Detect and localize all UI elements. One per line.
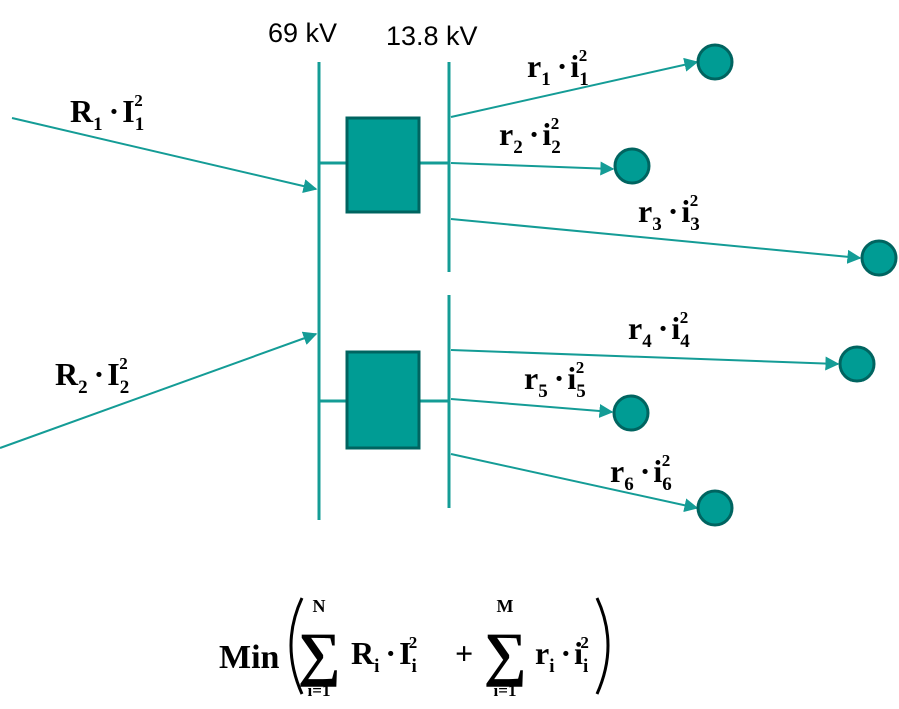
formula-sum2-upper: M <box>497 596 514 616</box>
branch-6-line <box>450 453 699 513</box>
objective-formula: Min N ∑ i=1 Ri·Ii2 + M ∑ i=1 ri·ii2 <box>219 596 610 700</box>
feeder-2-exp: 2 <box>119 354 128 373</box>
feeder-2-loss-label: R2·I22 <box>55 354 129 398</box>
feeder-2-i-sub: 2 <box>120 377 130 398</box>
branch-2-loss-label: r2·i22 <box>499 114 561 158</box>
feeder-2-i: I <box>107 356 119 392</box>
feeder-1-r-sub: 1 <box>93 114 103 135</box>
formula-sum2-lower: i=1 <box>494 681 517 700</box>
load-node-1 <box>696 43 734 81</box>
branch-1-loss-label: r1·i12 <box>527 46 589 90</box>
transformer-1 <box>345 116 421 214</box>
load-node-2 <box>613 147 651 185</box>
feeder-1-r: R <box>70 93 94 129</box>
branch-3-line <box>450 218 862 264</box>
branch-4-loss-label: r4·i42 <box>628 308 690 352</box>
load-node-3 <box>860 239 898 277</box>
feeder-1-exp: 2 <box>134 91 143 110</box>
formula-plus: + <box>455 635 473 671</box>
branch-4-line <box>450 349 840 371</box>
formula-min: Min <box>219 639 280 676</box>
formula-left-paren <box>289 597 304 695</box>
branch-3-loss-label: r3·i32 <box>638 191 700 235</box>
load-node-6 <box>696 489 734 527</box>
formula-sum2-term: ri·ii2 <box>535 633 589 677</box>
feeder-2-r: R <box>55 356 79 392</box>
branch-5-loss-label: r5·i52 <box>524 358 586 402</box>
formula-sum1-term: Ri·Ii2 <box>351 633 417 677</box>
hv-bus-label: 69 kV <box>268 18 337 48</box>
feeder-1-i-sub: 1 <box>135 114 145 135</box>
feeder-1-line <box>11 117 318 193</box>
feeder-1-loss-label: R1·I12 <box>70 91 144 135</box>
branch-1-line <box>450 57 699 118</box>
branch-6-loss-label: r6·i62 <box>610 451 672 495</box>
transformer-2 <box>345 350 421 450</box>
branch-5-line <box>450 398 614 418</box>
feeder-2-r-sub: 2 <box>78 377 88 398</box>
branch-2-line <box>450 161 615 176</box>
feeder-1-i: I <box>122 93 134 129</box>
lv-bus-label: 13.8 kV <box>386 21 478 51</box>
formula-sum1-lower: i=1 <box>308 681 331 700</box>
formula-sum2-sigma: ∑ <box>484 621 527 687</box>
load-node-5 <box>612 394 650 432</box>
formula-sum1-upper: N <box>313 596 326 616</box>
load-node-4 <box>838 345 876 383</box>
formula-sum1-sigma: ∑ <box>298 621 341 687</box>
feeder-2-line <box>0 331 318 449</box>
formula-right-paren <box>595 597 610 695</box>
